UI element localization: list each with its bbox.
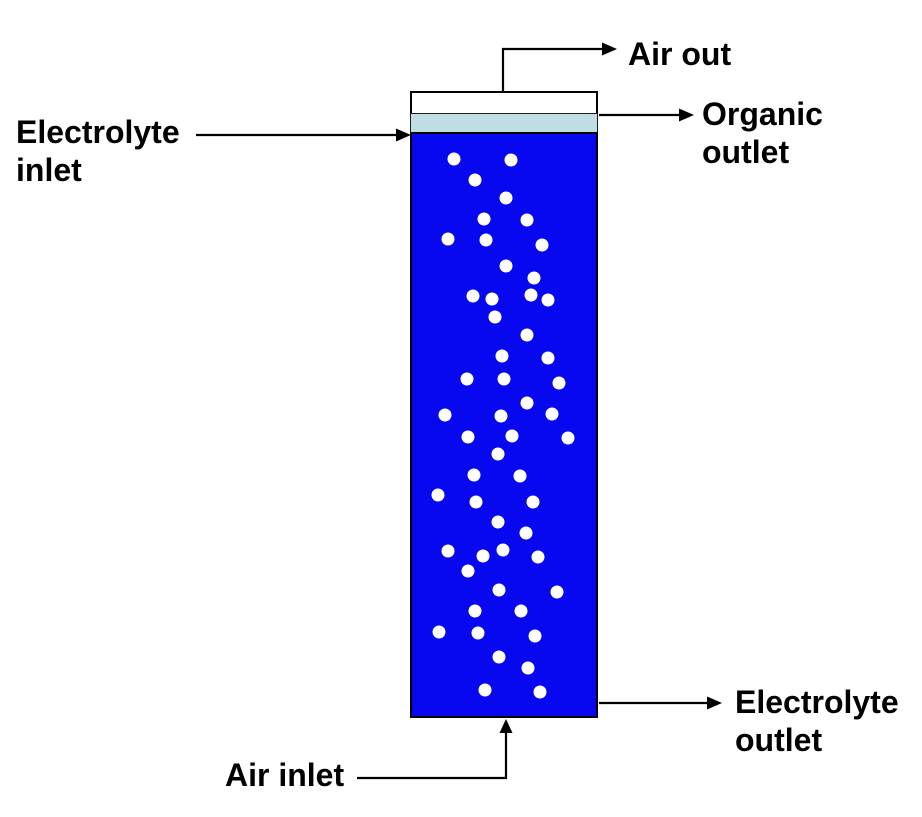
air-out-label: Air out [628,35,731,73]
electrolyte-outlet-arrowhead [707,696,722,710]
electrolyte-inlet-label-line: inlet [16,152,82,188]
air-inlet-arrowhead [499,719,513,733]
organic-outlet-label: Organic outlet [702,95,823,171]
organic-outlet-label-line: outlet [702,134,790,170]
air-inlet-label-line: Air inlet [225,757,345,793]
organic-outlet-arrowhead [679,108,694,122]
electrolyte-column [410,132,598,718]
electrolyte-outlet-label-line: Electrolyte [735,684,899,720]
organic-outlet-arrow [599,108,694,122]
electrolyte-outlet-label-line: outlet [735,722,823,758]
air-out-arrow-shaft [501,47,602,91]
electrolyte-inlet-arrowhead [396,128,411,142]
air-out-label-line: Air out [628,36,732,72]
electrolyte-inlet-arrow [196,128,411,142]
air-inlet-arrow-shaft [357,733,508,780]
electrolyte-outlet-arrow [599,696,722,710]
electrolyte-outlet-label: Electrolyte outlet [735,683,899,759]
air-inlet-arrow [357,719,513,780]
organic-outlet-label-line: Organic [702,96,823,132]
air-out-arrowhead [602,42,617,56]
air-inlet-label: Air inlet [225,756,344,794]
electrolyte-inlet-label-line: Electrolyte [16,114,180,150]
electrolyte-inlet-label: Electrolyte inlet [16,113,180,189]
air-out-arrow [501,42,617,91]
